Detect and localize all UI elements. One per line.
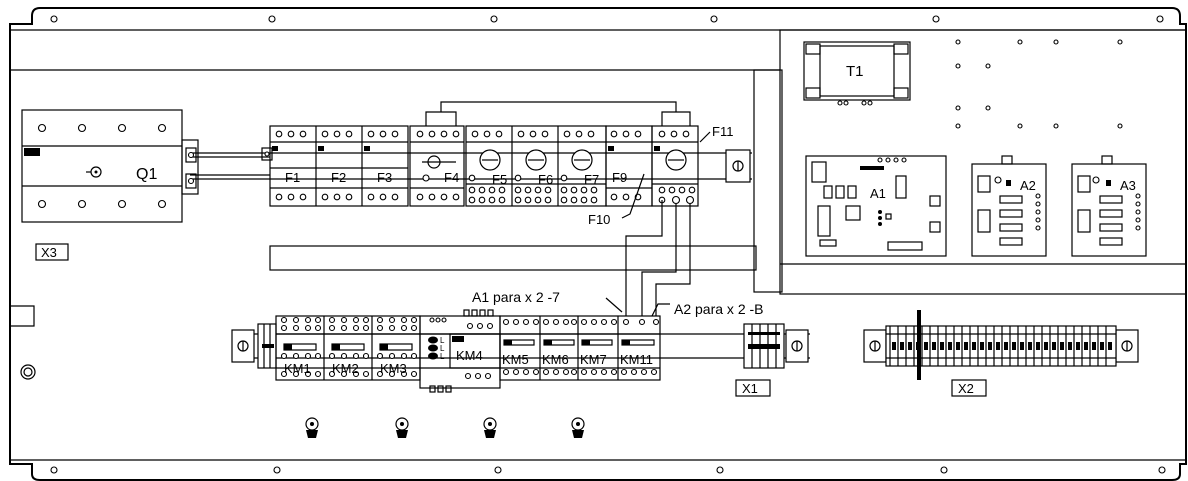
x2-terminal-screw xyxy=(980,342,984,350)
km7-label: KM7 xyxy=(580,352,607,367)
contactors-km5-km11: KM5 KM6 KM7 KM11 xyxy=(499,315,661,381)
x2-terminal-screw xyxy=(948,342,952,350)
km2-label: KM2 xyxy=(332,361,359,376)
contactors-km1-km3: KM1 KM2 KM3 xyxy=(275,315,421,381)
f7-label: F7 xyxy=(584,172,599,187)
x2-terminal-screw xyxy=(988,342,992,350)
x2-terminal-screw xyxy=(940,342,944,350)
x2-label: X2 xyxy=(958,381,974,396)
x2-terminal-screw xyxy=(1092,342,1096,350)
x2-terminal-screw xyxy=(1012,342,1016,350)
x1-label: X1 xyxy=(742,381,758,396)
board-a3: A3 xyxy=(1071,155,1147,257)
transformer-t1: T1 xyxy=(803,41,911,106)
km1-label: KM1 xyxy=(284,361,311,376)
f9-label: F9 xyxy=(612,170,627,185)
x2-terminal-screw xyxy=(1036,342,1040,350)
x2-terminal-screw xyxy=(1076,342,1080,350)
x3-label: X3 xyxy=(41,245,57,260)
x2-terminal-screw xyxy=(1060,342,1064,350)
x2-terminal-screw xyxy=(932,342,936,350)
km4-l2: L xyxy=(440,344,445,353)
a1-label: A1 xyxy=(870,186,886,201)
f6-label: F6 xyxy=(538,172,553,187)
fuse-f9: F9 xyxy=(605,125,653,207)
a1-para-note: A1 para x 2 -7 xyxy=(472,289,560,305)
f10-label: F10 xyxy=(588,212,610,227)
subpanel-holes xyxy=(955,39,1123,129)
side-notch xyxy=(10,305,35,327)
end-clamp-left xyxy=(257,323,277,369)
km3-label: KM3 xyxy=(380,361,407,376)
x2-terminal-screw xyxy=(1100,342,1104,350)
f4-label: F4 xyxy=(444,170,459,185)
x2-terminal-screw xyxy=(1004,342,1008,350)
cable-duct xyxy=(269,245,757,271)
bridge-wire xyxy=(425,101,691,126)
connection-notes: A1 para x 2 -7 A2 para x 2 -B xyxy=(472,289,764,317)
control-wires xyxy=(625,200,691,316)
cable-glands xyxy=(305,417,585,438)
frame-holes xyxy=(50,15,1166,474)
f11-label: F11 xyxy=(712,124,733,139)
x2-terminal-screw xyxy=(908,342,912,350)
km4-label: KM4 xyxy=(456,348,483,363)
motor-breaker-f11: F11 xyxy=(651,124,733,207)
terminal-block-x1: X1 xyxy=(735,323,785,397)
x2-terminal-screw xyxy=(1052,342,1056,350)
q1-label: Q1 xyxy=(136,166,157,183)
breaker-f4: F4 xyxy=(409,125,465,207)
f5-label: F5 xyxy=(492,172,507,187)
board-a1: A1 xyxy=(805,155,947,257)
fuse-block-f1-f3: F1 F2 F3 xyxy=(261,125,409,207)
x2-terminal-screw xyxy=(972,342,976,350)
x2-terminal-screw xyxy=(1084,342,1088,350)
board-a2: A2 xyxy=(971,155,1047,257)
f1-label: F1 xyxy=(285,170,300,185)
x2-terminal-screw xyxy=(1108,342,1112,350)
x2-terminal-screw xyxy=(956,342,960,350)
x2-terminal-screw xyxy=(1020,342,1024,350)
km4-l1: L xyxy=(440,336,445,345)
label-x3: X3 xyxy=(35,243,69,261)
right-subpanel xyxy=(753,29,1187,295)
t1-label: T1 xyxy=(846,63,864,80)
a2-para-note: A2 para x 2 -B xyxy=(674,301,764,317)
a3-label: A3 xyxy=(1120,178,1136,193)
x2-terminal-screw xyxy=(892,342,896,350)
main-switch-q1: Q1 xyxy=(21,109,199,223)
contactor-km4: L L L KM4 xyxy=(419,309,501,393)
earth-stud xyxy=(20,364,36,380)
f2-label: F2 xyxy=(331,170,346,185)
km11-label: KM11 xyxy=(620,352,653,367)
km6-label: KM6 xyxy=(542,352,569,367)
f3-label: F3 xyxy=(377,170,392,185)
x2-terminal-screw xyxy=(1068,342,1072,350)
km4-l3: L xyxy=(440,352,445,361)
x2-terminal-screw xyxy=(1044,342,1048,350)
terminal-block-x2: X2 xyxy=(863,310,1139,397)
f10-leader: F10 xyxy=(588,173,645,227)
a2-label: A2 xyxy=(1020,178,1036,193)
x2-terminal-screw xyxy=(964,342,968,350)
motor-breakers-f5-f7: F5 F6 F7 xyxy=(465,125,607,207)
x2-terminal-screw xyxy=(924,342,928,350)
x2-terminal-screw xyxy=(1028,342,1032,350)
panel-frame xyxy=(9,7,1187,481)
x2-terminal-screw xyxy=(996,342,1000,350)
km5-label: KM5 xyxy=(502,352,529,367)
x2-terminal-screw xyxy=(900,342,904,350)
